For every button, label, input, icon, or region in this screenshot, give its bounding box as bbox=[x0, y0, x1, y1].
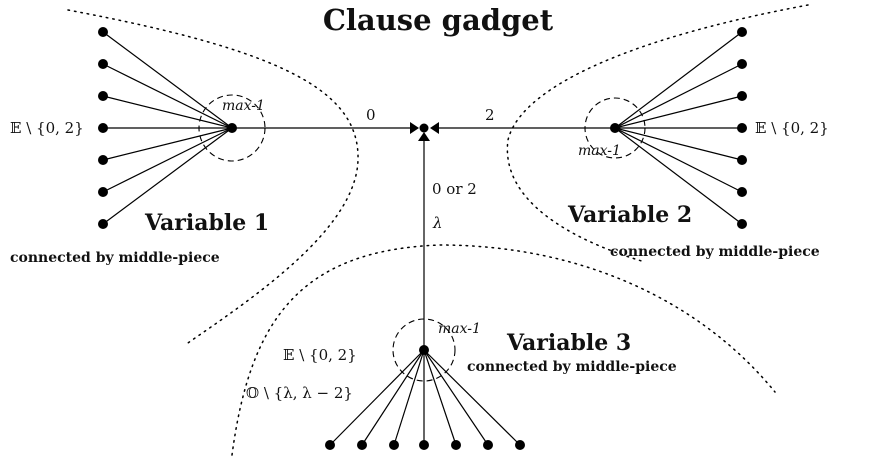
variable-3-region-boundary bbox=[231, 244, 776, 456]
variable-3-leaf-edge bbox=[423, 349, 521, 446]
variable-1-max-label: max-1 bbox=[222, 98, 265, 114]
variable-2-leaf-edge bbox=[614, 127, 743, 225]
arrowhead-from-right bbox=[430, 122, 439, 134]
variable-2-region-boundary bbox=[506, 4, 809, 263]
variable-1-leaf-edge bbox=[102, 127, 233, 225]
variable-3-leaf-edge bbox=[361, 349, 425, 446]
variable-1-leaf-node bbox=[98, 123, 108, 133]
variable-1-leaf-edge bbox=[102, 63, 233, 129]
variable-1-leaf-node bbox=[98, 59, 108, 69]
variable-2-leaf-node bbox=[737, 155, 747, 165]
variable-1-leaf-node bbox=[98, 155, 108, 165]
edge-label-var2: 2 bbox=[485, 106, 495, 124]
variable-3-star bbox=[325, 318, 525, 450]
variable-1-region-boundary bbox=[67, 9, 359, 346]
variable-3-leaf-edge bbox=[393, 349, 425, 446]
variable-2-star bbox=[584, 27, 747, 229]
variable-3-leaf-node bbox=[419, 440, 429, 450]
variable-3-max-label: max-1 bbox=[438, 321, 481, 337]
variable-1-name: Variable 1 bbox=[144, 210, 269, 236]
variable-3-leaf-node bbox=[325, 440, 335, 450]
clause-center-node bbox=[419, 123, 429, 133]
variable-2-name: Variable 2 bbox=[567, 202, 692, 228]
variable-1-leaf-edge bbox=[102, 127, 233, 161]
arrowhead-from-bottom bbox=[418, 132, 430, 141]
variable-2-leaf-label: 𝔼 \ {0, 2} bbox=[755, 119, 829, 137]
variable-3-green-label: 𝕆 \ {λ, λ − 2} bbox=[246, 384, 353, 402]
variable-1-leaf-edge bbox=[102, 127, 233, 193]
variable-2-hub-node bbox=[610, 123, 620, 133]
variable-2-leaf-node bbox=[737, 91, 747, 101]
variable-3-max-circle bbox=[392, 318, 456, 382]
variable-1-star bbox=[98, 27, 266, 229]
variable-1-leaf-node bbox=[98, 219, 108, 229]
edge-label-var1: 0 bbox=[366, 106, 376, 124]
variable-3-leaf-node bbox=[515, 440, 525, 450]
variable-3-name: Variable 3 bbox=[506, 330, 631, 356]
variable-3-leaf-node bbox=[389, 440, 399, 450]
variable-1-hub-node bbox=[227, 123, 237, 133]
variable-2-leaf-edge bbox=[614, 95, 743, 129]
variable-3-leaf-node bbox=[357, 440, 367, 450]
variable-3-leaf-edge bbox=[423, 349, 489, 446]
variable-1-leaf-node bbox=[98, 27, 108, 37]
variable-3-leaf-node bbox=[483, 440, 493, 450]
variable-1-leaf-node bbox=[98, 91, 108, 101]
variable-2-leaf-edge bbox=[614, 127, 743, 193]
variable-1-leaf-node bbox=[98, 187, 108, 197]
variable-2-leaf-node bbox=[737, 123, 747, 133]
variable-3-leaf-edge bbox=[329, 349, 425, 446]
variable-3-red-label: 𝔼 \ {0, 2} bbox=[283, 346, 357, 364]
variable-1-leaf-label: 𝔼 \ {0, 2} bbox=[10, 119, 84, 137]
variable-2-leaf-node bbox=[737, 59, 747, 69]
variable-3-subtitle: connected by middle-piece bbox=[467, 359, 677, 375]
variable-2-subtitle: connected by middle-piece bbox=[610, 244, 820, 260]
center-edge-red-label: 0 or 2 bbox=[432, 180, 477, 198]
variable-2-leaf-edge bbox=[614, 63, 743, 129]
variable-1-leaf-edge bbox=[102, 95, 233, 129]
variable-1-subtitle: connected by middle-piece bbox=[10, 250, 220, 266]
center-edge-green-label: λ bbox=[432, 214, 443, 232]
variable-3-hub-node bbox=[419, 345, 429, 355]
variable-2-leaf-node bbox=[737, 219, 747, 229]
diagram-title: Clause gadget bbox=[323, 3, 554, 37]
variable-3-leaf-edge bbox=[423, 349, 457, 446]
arrowhead-from-left bbox=[410, 122, 419, 134]
variable-2-max-label: max-1 bbox=[578, 143, 621, 159]
variable-2-leaf-node bbox=[737, 187, 747, 197]
variable-2-leaf-node bbox=[737, 27, 747, 37]
variable-3-leaf-node bbox=[451, 440, 461, 450]
variable-1-leaf-edge bbox=[102, 31, 233, 129]
variable-2-leaf-edge bbox=[614, 127, 743, 161]
variable-2-leaf-edge bbox=[614, 31, 743, 129]
